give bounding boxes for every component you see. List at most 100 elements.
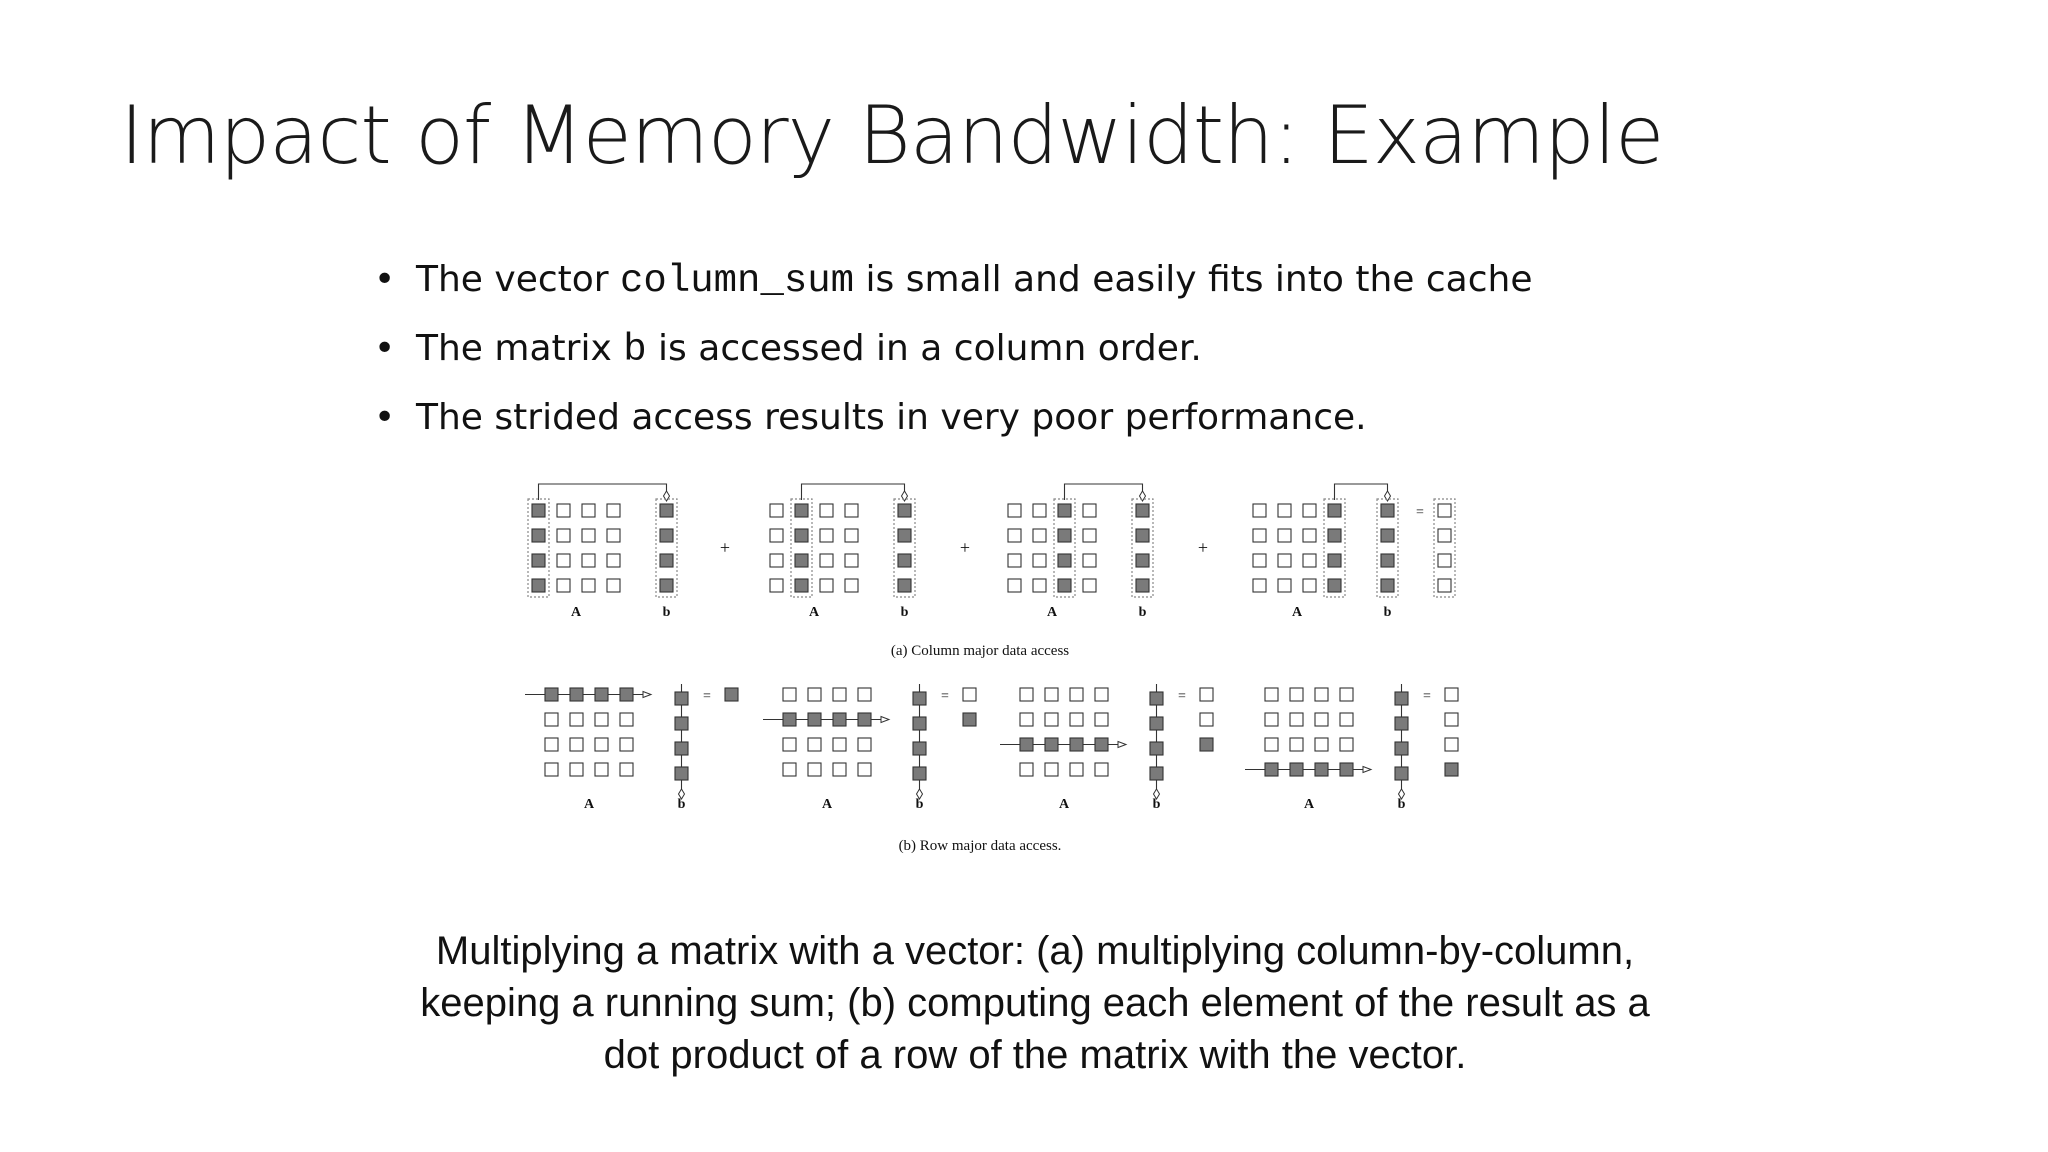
matrix-cell — [857, 687, 872, 702]
matrix-cell — [556, 578, 571, 593]
matrix-cell — [1252, 503, 1267, 518]
matrix-cell — [1327, 528, 1342, 543]
vector-cell — [1135, 503, 1150, 518]
connector-line — [800, 483, 906, 500]
vector-cell — [659, 503, 674, 518]
vector-cell — [1149, 716, 1164, 731]
matrix-cell — [1044, 687, 1059, 702]
matrix-label: A — [571, 605, 582, 620]
matrix-label: A — [1047, 605, 1058, 620]
matrix-cell — [569, 762, 584, 777]
matrix-cell — [531, 528, 546, 543]
result-cell — [1437, 553, 1452, 568]
vector-cell — [1394, 741, 1409, 756]
matrix-cell — [1289, 762, 1304, 777]
matrix-cell — [1094, 737, 1109, 752]
matrix-label: A — [809, 605, 820, 620]
matrix-cell — [794, 503, 809, 518]
matrix-cell — [1019, 687, 1034, 702]
vector-cell — [674, 741, 689, 756]
result-cell — [1444, 762, 1459, 777]
matrix-cell — [531, 553, 546, 568]
result-cell — [1437, 503, 1452, 518]
matrix-cell — [606, 578, 621, 593]
code-snippet: column_sum — [620, 259, 855, 303]
matrix-cell — [544, 737, 559, 752]
matrix-cell — [819, 528, 834, 543]
matrix-cell — [581, 553, 596, 568]
matrix-cell — [807, 712, 822, 727]
matrix-cell — [1094, 762, 1109, 777]
vector-cell — [1135, 528, 1150, 543]
matrix-cell — [569, 737, 584, 752]
matrix-cell — [1289, 712, 1304, 727]
result-cell — [962, 687, 977, 702]
matrix-cell — [1314, 712, 1329, 727]
plus-sign: + — [960, 538, 970, 558]
matrix-cell — [1057, 553, 1072, 568]
vector-label: b — [1153, 797, 1161, 812]
matrix-cell — [1302, 503, 1317, 518]
caption-b: (b) Row major data access. — [899, 838, 1062, 854]
matrix-cell — [1314, 687, 1329, 702]
result-cell — [1444, 712, 1459, 727]
matrix-cell — [1082, 528, 1097, 543]
matrix-cell — [782, 737, 797, 752]
matrix-cell — [594, 712, 609, 727]
matrix-cell — [832, 762, 847, 777]
matrix-cell — [794, 578, 809, 593]
row-arrow-head — [880, 715, 891, 724]
vector-label: b — [1384, 605, 1392, 620]
matrix-cell — [794, 528, 809, 543]
matrix-cell — [1094, 712, 1109, 727]
plus-sign: + — [720, 538, 730, 558]
matrix-cell — [1264, 687, 1279, 702]
matrix-cell — [1277, 578, 1292, 593]
matrix-cell — [832, 712, 847, 727]
matrix-cell — [581, 503, 596, 518]
matrix-cell — [1339, 737, 1354, 752]
equals-sign: = — [1416, 505, 1424, 520]
vector-box — [1376, 498, 1399, 598]
vector-box — [1131, 498, 1154, 598]
matrix-cell — [619, 687, 634, 702]
matrix-cell — [556, 553, 571, 568]
vector-box — [655, 498, 678, 598]
matrix-cell — [606, 503, 621, 518]
matrix-cell — [544, 712, 559, 727]
column-arrow-head — [677, 788, 686, 800]
vector-cell — [674, 691, 689, 706]
matrix-cell — [1007, 553, 1022, 568]
matrix-cell — [844, 503, 859, 518]
matrix-cell — [581, 528, 596, 543]
matrix-cell — [1032, 503, 1047, 518]
matrix-cell — [1314, 762, 1329, 777]
matrix-cell — [1019, 712, 1034, 727]
active-column-box — [1053, 498, 1076, 598]
matrix-cell — [1302, 578, 1317, 593]
connector-line — [1063, 483, 1144, 500]
matrix-cell — [1032, 578, 1047, 593]
column-arrow-head — [1152, 788, 1161, 800]
matrix-cell — [794, 553, 809, 568]
vector-label: b — [901, 605, 909, 620]
vector-cell — [1149, 741, 1164, 756]
vector-cell — [897, 528, 912, 543]
vector-label: b — [916, 797, 924, 812]
matrix-cell — [1252, 528, 1267, 543]
matrix-cell — [1032, 553, 1047, 568]
matrix-cell — [581, 578, 596, 593]
matrix-cell — [1314, 737, 1329, 752]
vector-cell — [1135, 553, 1150, 568]
matrix-cell — [1289, 687, 1304, 702]
matrix-cell — [1264, 762, 1279, 777]
vector-cell — [674, 766, 689, 781]
result-cell — [724, 687, 739, 702]
vector-cell — [659, 553, 674, 568]
bullet-item: •The strided access results in very poor… — [370, 384, 1532, 452]
matrix-cell — [1044, 712, 1059, 727]
vector-cell — [897, 503, 912, 518]
vector-cell — [1380, 578, 1395, 593]
bullet-dot: • — [374, 397, 396, 438]
vector-cell — [912, 741, 927, 756]
